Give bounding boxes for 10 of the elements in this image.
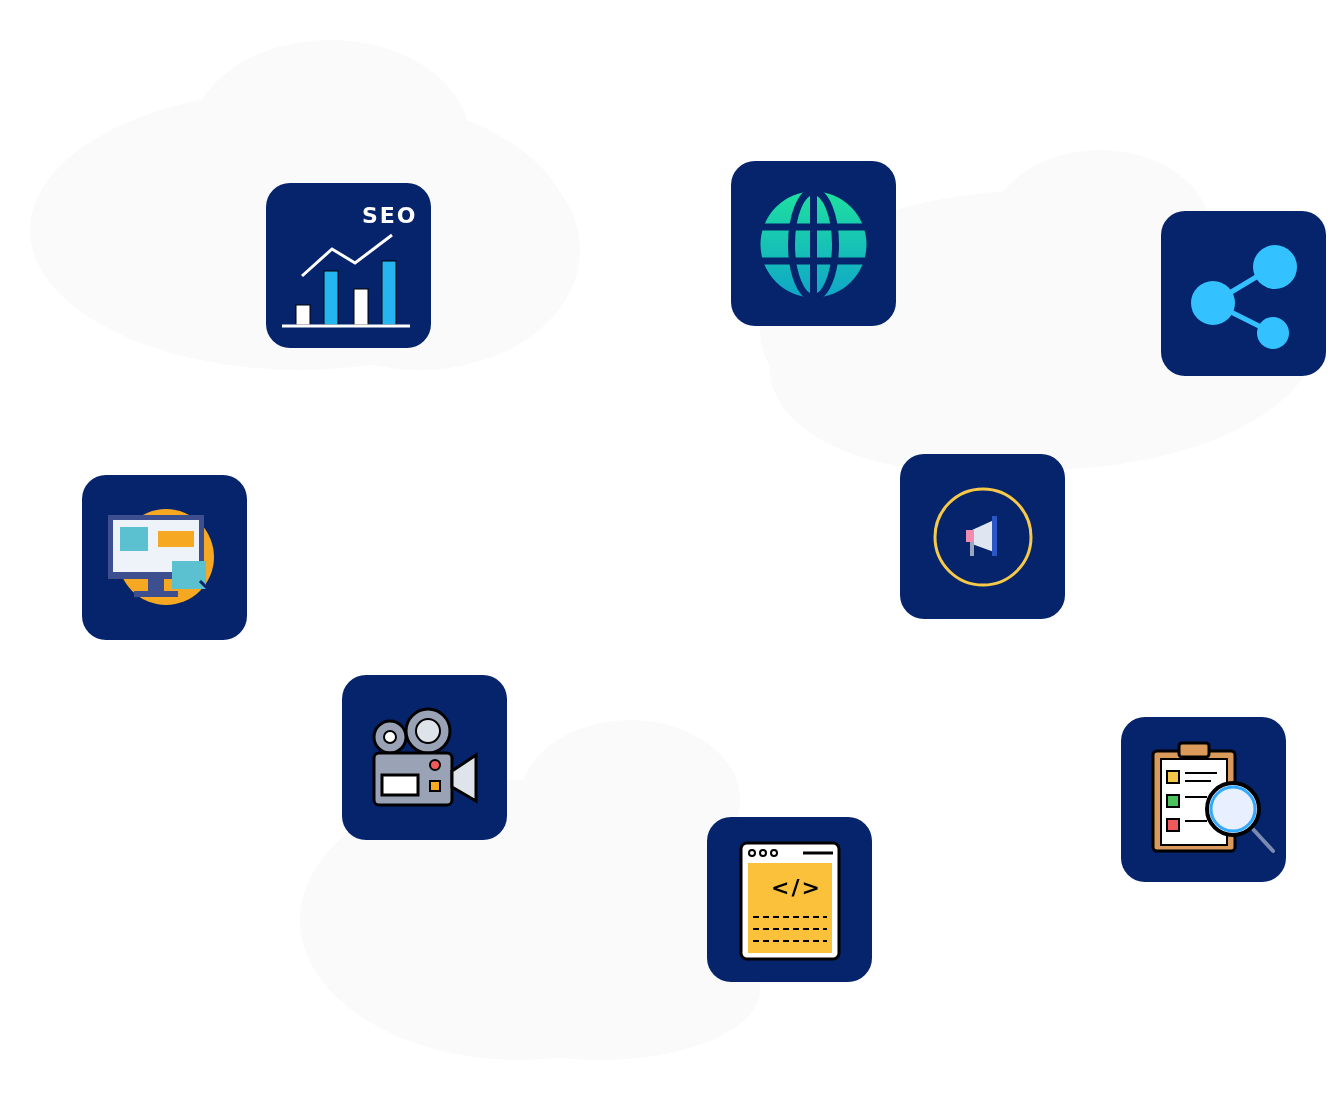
icon-tile <box>731 161 896 326</box>
icon-tile <box>266 183 431 348</box>
seo-label: SEO <box>362 203 418 228</box>
icon-tile <box>342 675 507 840</box>
icon-tile <box>82 475 247 640</box>
code-symbol: </> <box>771 875 822 900</box>
icon-tile <box>707 817 872 982</box>
icon-tile <box>900 454 1065 619</box>
icon-tile <box>1161 211 1326 376</box>
icon-tile <box>1121 717 1286 882</box>
